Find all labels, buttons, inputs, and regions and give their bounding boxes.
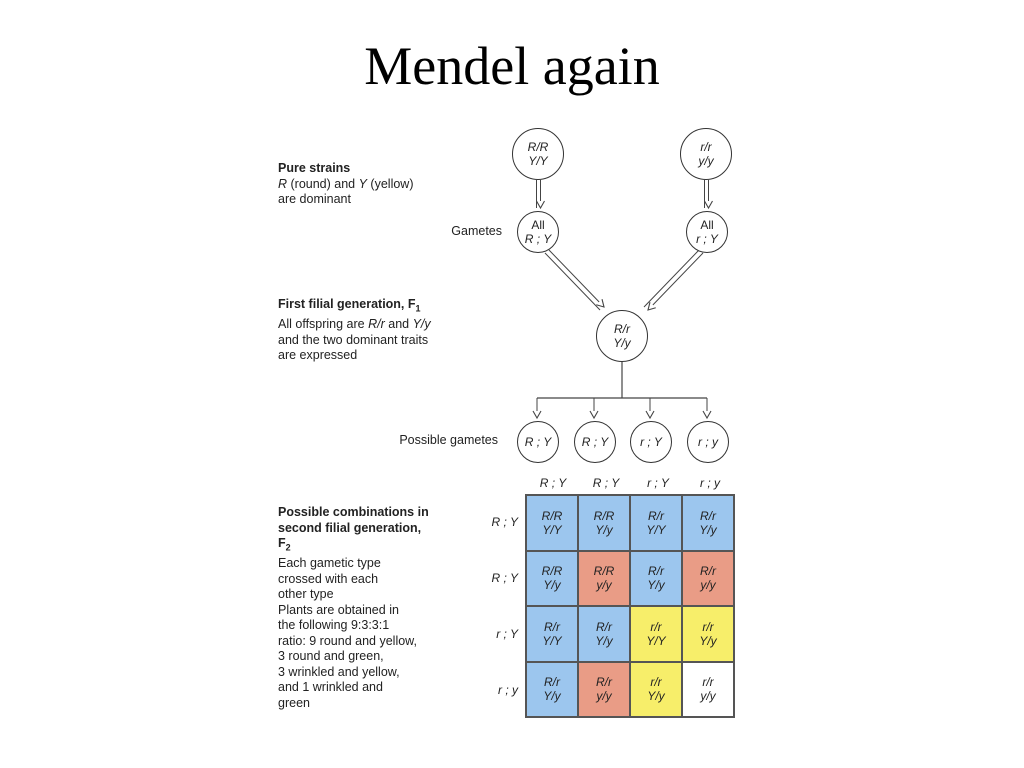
punnett-cell-genotype-y: Y/Y	[646, 633, 666, 648]
f2-line: 3 round and green,	[278, 649, 384, 663]
f2-line: the following 9:3:3:1	[278, 618, 390, 632]
f2-line: crossed with each	[278, 571, 379, 586]
possible-gamete-circle: R ; Y	[517, 421, 559, 463]
punnett-cell-genotype-y: Y/y	[595, 633, 613, 648]
punnett-cell-genotype-r: R/R	[593, 564, 615, 579]
punnett-cell-genotype-y: Y/y	[647, 578, 665, 593]
f2-line: other type	[278, 587, 334, 601]
f2-line: green	[278, 695, 310, 710]
punnett-cell-genotype-r: R/r	[544, 675, 560, 690]
gametes-label: Gametes	[451, 224, 502, 238]
punnett-cell-genotype-y: y/y	[700, 689, 716, 704]
pure-strains-text: Pure strains R (round) and Y (yellow) ar…	[278, 161, 414, 208]
pure-strains-line2: are dominant	[278, 192, 351, 206]
punnett-cell-genotype-y: Y/y	[699, 633, 717, 648]
punnett-row-header: r ; y	[498, 683, 518, 697]
f2-line: 3 wrinkled and yellow,	[278, 664, 400, 679]
possible-gametes-label: Possible gametes	[399, 433, 498, 447]
pure-strains-heading: Pure strains	[278, 161, 351, 175]
f2-line: and 1 wrinkled and	[278, 680, 383, 694]
punnett-cell-genotype-y: Y/Y	[542, 633, 562, 648]
punnett-cell-genotype-r: r/r	[650, 675, 662, 690]
punnett-cell-genotype-r: R/r	[596, 619, 612, 634]
punnett-cell-genotype-y: Y/y	[647, 689, 665, 704]
possible-gamete-circle: r ; y	[687, 421, 729, 463]
punnett-cell-genotype-r: r/r	[650, 619, 662, 634]
f1-line2: and the two dominant traits	[278, 332, 429, 347]
f2-heading-line1: Possible combinations in	[278, 505, 429, 519]
punnett-cell-genotype-r: R/r	[700, 508, 716, 523]
punnett-cell-genotype-r: R/r	[648, 508, 664, 523]
f1-heading: First filial generation, F1	[278, 297, 421, 314]
punnett-cell-genotype-r: r/r	[702, 675, 714, 690]
f2-line: Each gametic type	[278, 556, 381, 570]
punnett-cell-genotype-y: Y/y	[699, 522, 717, 537]
punnett-cell-genotype-y: Y/y	[595, 522, 613, 537]
punnett-cell-genotype-r: R/R	[593, 508, 615, 523]
punnett-cell-genotype-r: R/r	[544, 619, 560, 634]
f2-line: ratio: 9 round and yellow,	[278, 633, 417, 648]
f1-text: First filial generation, F1 All offsprin…	[278, 297, 431, 364]
f1-line1: All offspring are R/r and Y/y	[278, 317, 431, 331]
punnett-col-header: R ; Y	[592, 476, 620, 490]
possible-gamete-circle: r ; Y	[630, 421, 672, 463]
punnett-cell-genotype-r: r/r	[702, 619, 714, 634]
possible-gamete-circle: R ; Y	[574, 421, 616, 463]
punnett-cell-genotype-y: Y/Y	[646, 522, 666, 537]
punnett-cell-genotype-r: R/r	[648, 564, 664, 579]
punnett-row-header: R ; Y	[491, 515, 518, 529]
f2-heading-line3: F2	[278, 536, 291, 553]
punnett-col-header: r ; Y	[647, 476, 669, 490]
punnett-cell-genotype-y: Y/y	[543, 689, 561, 704]
punnett-cell-genotype-y: Y/y	[543, 578, 561, 593]
punnett-cell-genotype-r: R/r	[596, 675, 612, 690]
f1-line3: are expressed	[278, 348, 358, 362]
f2-line: Plants are obtained in	[278, 602, 399, 617]
punnett-row-header: r ; Y	[496, 627, 518, 641]
punnett-col-header: R ; Y	[539, 476, 567, 490]
punnett-cell-genotype-y: y/y	[596, 578, 612, 593]
slide-title: Mendel again	[364, 36, 660, 96]
punnett-cell-genotype-r: R/R	[541, 508, 563, 523]
punnett-row-header: R ; Y	[491, 571, 518, 585]
punnett-col-header: r ; y	[700, 476, 720, 490]
punnett-cell-genotype-r: R/r	[700, 564, 716, 579]
punnett-cell-genotype-y: Y/Y	[542, 522, 562, 537]
pure-strains-line1: R (round) and Y (yellow)	[278, 176, 414, 191]
f2-heading-line2: second filial generation,	[278, 520, 422, 535]
punnett-cell-genotype-y: y/y	[596, 689, 612, 704]
punnett-cell-genotype-r: R/R	[541, 564, 563, 579]
f2-text: Possible combinations in second filial g…	[278, 505, 429, 711]
punnett-cell-genotype-y: y/y	[700, 578, 716, 593]
